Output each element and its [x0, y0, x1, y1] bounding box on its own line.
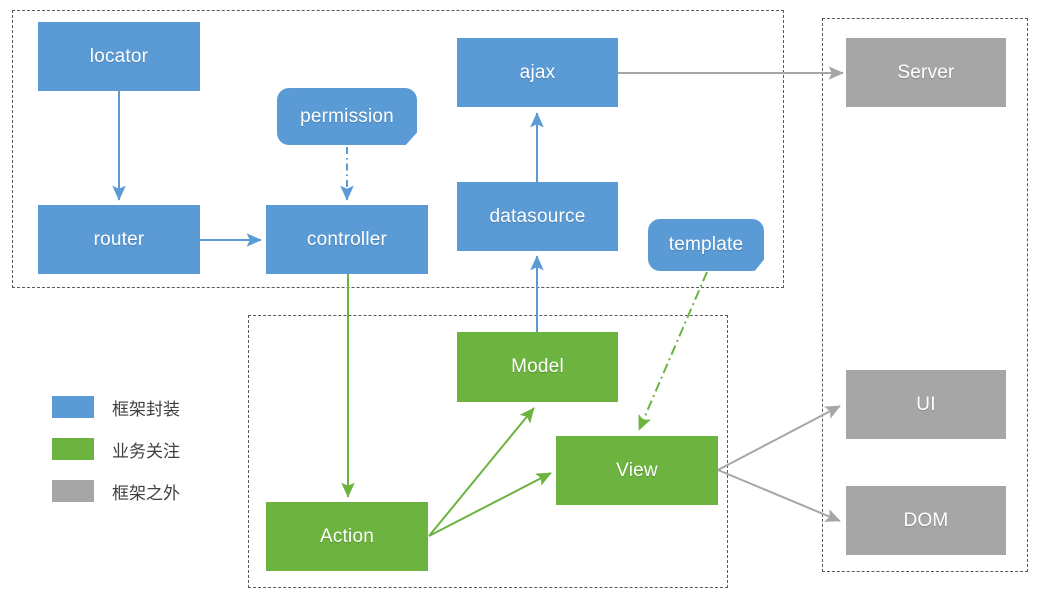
legend-item-external: 框架之外 [52, 470, 242, 512]
node-locator[interactable]: locator [38, 22, 200, 91]
node-ui[interactable]: UI [846, 370, 1006, 439]
legend-item-framework: 框架封装 [52, 386, 242, 428]
legend-label-external: 框架之外 [112, 483, 180, 503]
node-template[interactable]: template [648, 219, 764, 271]
node-dom[interactable]: DOM [846, 486, 1006, 555]
node-controller[interactable]: controller [266, 205, 428, 274]
node-server[interactable]: Server [846, 38, 1006, 107]
node-view[interactable]: View [556, 436, 718, 505]
legend-swatch-gray-icon [52, 480, 94, 502]
legend-item-business: 业务关注 [52, 428, 242, 470]
node-model[interactable]: Model [457, 332, 618, 402]
legend-swatch-blue-icon [52, 396, 94, 418]
legend-swatch-green-icon [52, 438, 94, 460]
node-router[interactable]: router [38, 205, 200, 274]
framework-encapsulation-group [12, 10, 784, 288]
legend-label-business: 业务关注 [112, 441, 180, 461]
node-ajax[interactable]: ajax [457, 38, 618, 107]
node-permission[interactable]: permission [277, 88, 417, 145]
legend-label-framework: 框架封装 [112, 399, 180, 419]
outside-framework-group [822, 18, 1028, 572]
legend: 框架封装 业务关注 框架之外 [52, 386, 242, 512]
node-action[interactable]: Action [266, 502, 428, 571]
node-datasource[interactable]: datasource [457, 182, 618, 251]
